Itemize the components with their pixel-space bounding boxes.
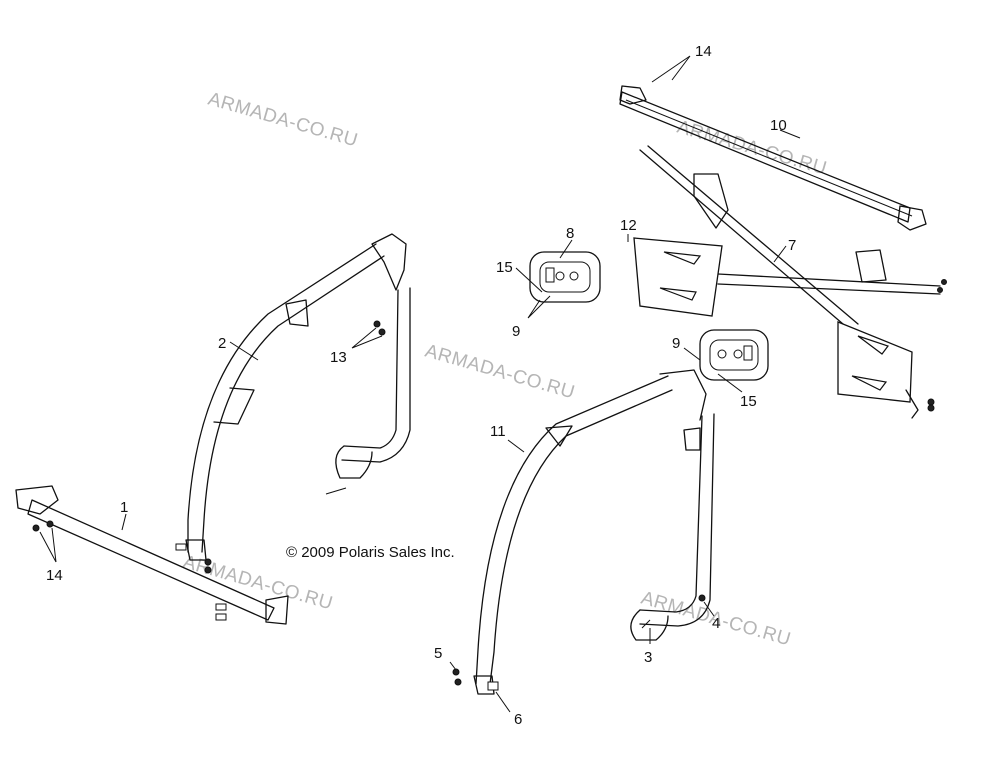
mesh-plate-right bbox=[837, 321, 913, 403]
callout-12: 12 bbox=[620, 217, 637, 234]
part-2-left-cage bbox=[175, 233, 411, 574]
part-mirror-lower bbox=[699, 329, 769, 381]
callout-9-upper: 9 bbox=[512, 323, 520, 340]
watermark: ARMADA-CO.RU bbox=[206, 89, 361, 152]
callout-14-bottom: 14 bbox=[46, 567, 63, 584]
callout-7: 7 bbox=[788, 237, 796, 254]
callout-6: 6 bbox=[514, 711, 522, 728]
watermark: ARMADA-CO.RU bbox=[423, 341, 578, 404]
callout-15-lower: 15 bbox=[740, 393, 757, 410]
callout-15-upper: 15 bbox=[496, 259, 513, 276]
callout-11: 11 bbox=[490, 423, 506, 440]
watermark: ARMADA-CO.RU bbox=[675, 117, 830, 180]
callout-9-lower: 9 bbox=[672, 335, 680, 352]
part-1-front-bar bbox=[15, 485, 289, 625]
part-8-mirror bbox=[529, 251, 601, 303]
part-7-rear-frame bbox=[633, 145, 947, 419]
watermark: ARMADA-CO.RU bbox=[181, 552, 336, 615]
callout-14-top: 14 bbox=[695, 43, 712, 60]
callout-4: 4 bbox=[712, 615, 720, 632]
callout-13: 13 bbox=[330, 349, 347, 366]
callout-8: 8 bbox=[566, 225, 574, 242]
callout-5: 5 bbox=[434, 645, 442, 662]
copyright-notice: © 2009 Polaris Sales Inc. bbox=[286, 544, 455, 561]
callout-3: 3 bbox=[644, 649, 652, 666]
mesh-plate-left bbox=[633, 237, 723, 317]
callout-2: 2 bbox=[218, 335, 226, 352]
leader-lines bbox=[39, 55, 801, 713]
callouts: 14 10 12 7 8 15 9 2 13 9 15 11 1 14 4 3 … bbox=[46, 43, 796, 728]
callout-1: 1 bbox=[120, 499, 128, 516]
callout-10: 10 bbox=[770, 117, 787, 134]
part-10-cross-bar bbox=[619, 85, 927, 231]
part-11-right-cage bbox=[452, 369, 715, 695]
